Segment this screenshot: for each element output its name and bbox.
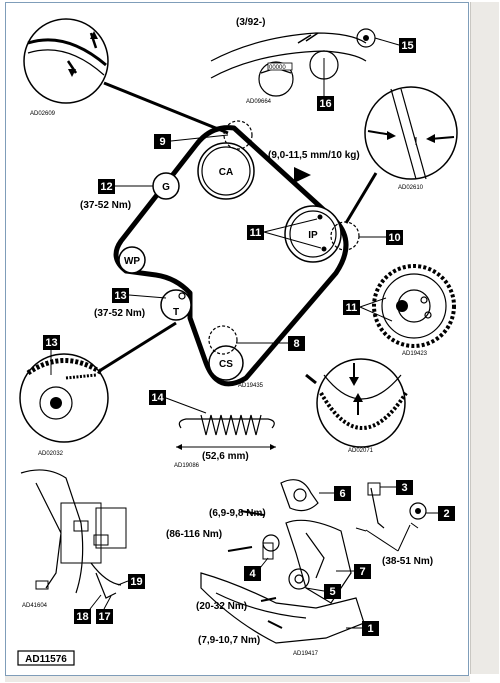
callout-11-ip: 11 (247, 218, 322, 249)
svg-text:13: 13 (114, 290, 126, 302)
callout-13-tensioner: 13 (37-52 Nm) (94, 288, 167, 319)
callout-6: 6 (319, 486, 351, 501)
date-note: (3/92-) (236, 17, 265, 28)
figure-code: AD11576 (25, 654, 67, 665)
svg-text:14: 14 (151, 392, 164, 404)
callout-3: 3 (380, 480, 413, 495)
callout-5: 5 (305, 584, 341, 599)
callout-17: 17 (96, 595, 113, 624)
leader-line (95, 321, 177, 375)
callout-13-detail: 13 (43, 335, 60, 375)
torque-spec-38-51: (38-51 Nm) (382, 556, 433, 567)
svg-text:4: 4 (249, 568, 256, 580)
callout-1: 1 (346, 621, 379, 636)
svg-text:10: 10 (388, 232, 400, 244)
svg-text:11: 11 (346, 302, 358, 314)
wiring-harness: AD41604 (20, 469, 127, 609)
pulley-t-label: T (173, 307, 179, 318)
callout-9: 9 (154, 134, 229, 149)
callout-16: 16 (317, 96, 334, 111)
diagram-sheet: AD02609 (3/92-) 00000 AD09664 (5, 2, 469, 676)
pulley-ip-label: IP (308, 230, 318, 241)
leader-line (305, 373, 317, 385)
ref-code-ad02032: AD02032 (38, 451, 64, 457)
svg-text:15: 15 (401, 40, 413, 52)
figure-code-box: AD11576 (17, 650, 75, 666)
instrument-cluster: (3/92-) 00000 AD09664 (210, 17, 400, 105)
detail-circle-tensioner: AD02032 (19, 353, 109, 457)
ref-code-ad19435: AD19435 (238, 383, 264, 389)
pulley-t: T (160, 289, 192, 321)
pulley-g: G (152, 172, 180, 200)
svg-text:17: 17 (98, 611, 110, 623)
svg-text:12: 12 (100, 181, 112, 193)
ref-code-ad02071: AD02071 (348, 448, 374, 454)
pulley-wp: WP (118, 246, 146, 274)
ref-code-ad02609: AD02609 (30, 111, 56, 117)
torque-spec-7-9-10-7: (7,9-10,7 Nm) (198, 635, 260, 646)
callout-11-gear: 11 (343, 297, 393, 322)
pulley-cs-label: CS (219, 359, 233, 370)
svg-text:5: 5 (329, 586, 335, 598)
torque-spec-86-116: (86-116 Nm) (166, 529, 222, 540)
callout-10: 10 (359, 230, 403, 245)
svg-text:3: 3 (401, 482, 407, 494)
svg-text:2: 2 (443, 508, 449, 520)
callout-15: 15 (399, 38, 416, 53)
svg-text:19: 19 (130, 576, 142, 588)
svg-text:7: 7 (359, 566, 365, 578)
callout-12: 12 (37-52 Nm) (80, 179, 153, 211)
leader-line (103, 81, 229, 135)
pulley-ca-label: CA (219, 167, 233, 178)
ref-code-ad09664: AD09664 (246, 99, 272, 105)
vertical-scrollbar[interactable] (470, 2, 499, 674)
pulley-ip: IP (284, 205, 360, 263)
svg-text:16: 16 (319, 98, 331, 110)
detail-circle-top-right: AD02610 (364, 86, 458, 191)
ref-code-ad02610: AD02610 (398, 185, 424, 191)
callout-19: 19 (117, 574, 145, 589)
callout-2: 2 (426, 506, 455, 521)
svg-text:9: 9 (159, 136, 165, 148)
spring-length-spec: (52,6 mm) (202, 451, 249, 462)
callout-8: 8 (236, 336, 305, 351)
horizontal-scrollbar[interactable] (5, 676, 470, 682)
injection-pump-gear: AD19423 (372, 264, 456, 357)
tension-direction-arrow (294, 167, 311, 183)
ref-code-ad41604: AD41604 (22, 603, 48, 609)
pulley-g-label: G (162, 182, 170, 193)
ref-code-ad19086: AD19086 (174, 463, 200, 469)
svg-text:6: 6 (339, 488, 345, 500)
tension-spec: (9,0-11,5 mm/10 kg) (268, 150, 360, 161)
svg-text:1: 1 (367, 623, 373, 635)
pulley-wp-label: WP (124, 256, 140, 267)
t-torque-spec: (37-52 Nm) (94, 308, 145, 319)
svg-text:18: 18 (76, 611, 88, 623)
timing-belt-diagram: AD02609 (3/92-) 00000 AD09664 (17, 17, 458, 666)
svg-text:13: 13 (45, 337, 57, 349)
timing-belt (113, 125, 349, 387)
callout-18: 18 (74, 594, 102, 624)
svg-text:11: 11 (250, 227, 262, 239)
ref-code-ad19417: AD19417 (293, 651, 319, 657)
pulley-cs: CS AD19435 (208, 325, 264, 389)
callout-7: 7 (336, 564, 371, 579)
odometer-reading: 00000 (269, 65, 286, 71)
torque-spec-6-9-9-8: (6,9-9,8 Nm) (209, 508, 266, 519)
leader-line (344, 172, 378, 224)
svg-text:8: 8 (293, 338, 299, 350)
callout-4: 4 (244, 557, 269, 581)
pulley-ca: CA (197, 120, 255, 200)
g-torque-spec: (37-52 Nm) (80, 200, 131, 211)
front-cover-assembly: AD19417 (200, 479, 427, 657)
tensioner-spring: 14 (52,6 mm) AD19086 (149, 390, 276, 469)
detail-circle-top-left: AD02609 (23, 18, 109, 117)
torque-spec-20-32: (20-32 Nm) (196, 601, 247, 612)
ref-code-ad19423: AD19423 (402, 351, 428, 357)
detail-circle-crank: AD02071 (316, 358, 408, 454)
